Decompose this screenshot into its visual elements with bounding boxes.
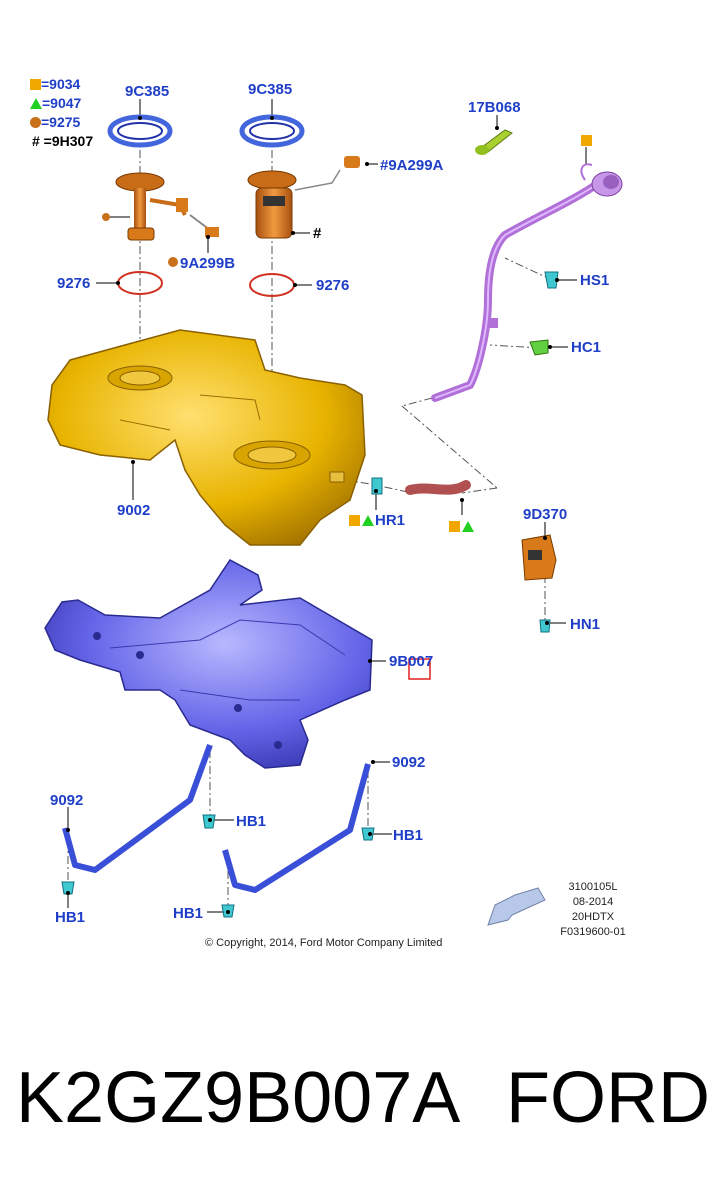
legend-9047: =9047	[30, 96, 81, 110]
label-9276-right: 9276	[316, 277, 350, 294]
label-17b068: 17B068	[468, 99, 521, 116]
reference-line: 20HDTX	[571, 911, 615, 923]
square-9034-icon	[581, 135, 592, 146]
filler-connector	[475, 129, 513, 155]
hs1-clip	[544, 271, 559, 289]
triangle-icon	[30, 98, 42, 109]
reference-block: 3100105L 08-2014 20HDTX F0319600-01	[548, 880, 638, 940]
triangle-9047-icon	[462, 521, 474, 532]
lock-ring-left	[107, 114, 173, 148]
label-hb1: HB1	[173, 905, 204, 922]
legend-9h307: # =9H307	[32, 134, 93, 148]
label-hb1: HB1	[55, 909, 86, 926]
circle-icon	[30, 117, 41, 128]
vapor-hose	[405, 480, 471, 495]
label-leaders	[67, 99, 587, 913]
reference-line: 3100105L	[568, 881, 618, 893]
label-9a299a: #9A299A	[380, 157, 444, 174]
label-9002: 9002	[117, 502, 151, 519]
fuel-pump-right	[247, 156, 360, 239]
label-hn1: HN1	[570, 616, 601, 633]
label-9092-right: 9092	[392, 754, 426, 771]
label-9276-left: 9276	[57, 275, 91, 292]
label-9c385-right: 9C385	[248, 81, 293, 98]
label-hs1: HS1	[580, 272, 610, 289]
label-9d370: 9D370	[523, 506, 568, 523]
square-icon	[30, 79, 41, 90]
hc1-clip	[529, 339, 549, 356]
front-arrow-icon	[487, 887, 546, 926]
filler-pipe	[431, 163, 623, 402]
label-hc1: HC1	[571, 339, 602, 356]
lock-ring-right	[239, 114, 305, 148]
copyright-text: © Copyright, 2014, Ford Motor Company Li…	[205, 937, 443, 949]
leader-dots	[66, 116, 559, 914]
reference-line: 08-2014	[572, 896, 614, 908]
circle-9275-icon	[168, 257, 178, 267]
legend-9275: =9275	[30, 115, 80, 129]
label-hb1: HB1	[393, 827, 424, 844]
diagram-artwork	[44, 99, 623, 926]
label-9092-left: 9092	[50, 792, 84, 809]
fuel-tank	[47, 329, 366, 546]
legend-text: =9275	[41, 114, 81, 130]
reference-line: F0319600-01	[560, 926, 626, 938]
triangle-9047-icon	[362, 515, 374, 526]
square-9034-icon	[349, 515, 360, 526]
brand-caption: FORD	[506, 1058, 708, 1138]
label-9c385-left: 9C385	[125, 83, 170, 100]
legend-text: =9047	[42, 95, 82, 111]
label-hr1: HR1	[375, 512, 406, 529]
hb1-bolts	[61, 814, 375, 918]
legend-9034: =9034	[30, 77, 80, 91]
label-hash: #	[313, 225, 322, 242]
parts-diagram: =9034 =9047 =9275 # =9H307 9C385 9C385 1…	[30, 77, 638, 949]
fuel-sender-left	[102, 172, 219, 241]
label-hb1: HB1	[236, 813, 267, 830]
square-9034-icon	[449, 521, 460, 532]
heat-shield	[44, 559, 373, 769]
highlight-box	[408, 658, 431, 680]
label-9a299b: 9A299B	[180, 255, 236, 272]
label-9b007: 9B007	[389, 653, 434, 670]
legend-text: # =9H307	[32, 133, 94, 149]
vapor-valve	[521, 534, 557, 581]
legend-text: =9034	[41, 76, 81, 92]
tank-straps	[62, 743, 371, 893]
part-number-caption: K2GZ9B007A	[16, 1058, 461, 1138]
